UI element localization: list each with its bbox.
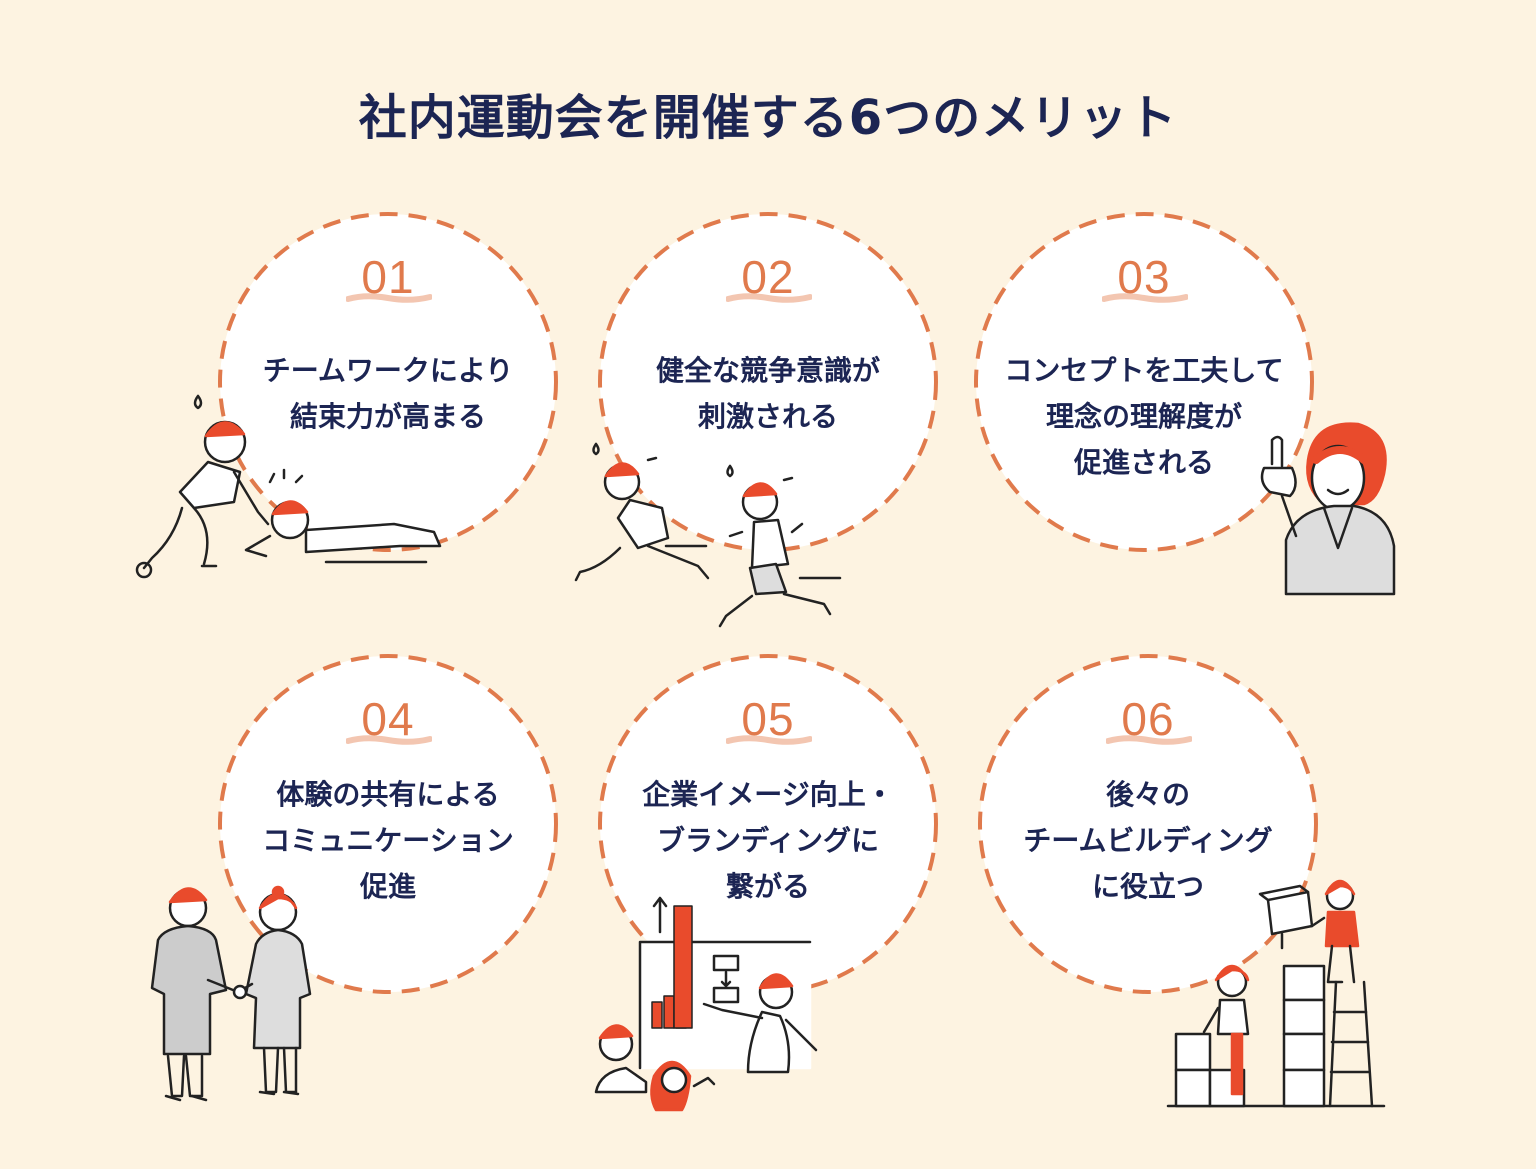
merit-label: 体験の共有による コミュニケーション 促進 — [262, 778, 514, 903]
brush-underline — [1102, 293, 1188, 303]
page-title: 社内運動会を開催する6つのメリット — [358, 90, 1178, 146]
businesspeople-handshake-illustration — [150, 885, 312, 1102]
woman-pointing-up-illustration — [1260, 422, 1396, 596]
brush-underline — [726, 735, 812, 745]
merit-label: 後々の チームビルディング に役立つ — [1023, 778, 1273, 903]
merit-card-04: 04 体験の共有による コミュニケーション 促進 — [218, 654, 558, 994]
dashed-circle — [978, 654, 1318, 994]
presentation-bar-chart-illustration — [594, 896, 818, 1112]
merit-card-01: 01 チームワークにより 結束力が高まる — [218, 212, 558, 552]
team-stacking-boxes-illustration — [1166, 879, 1386, 1108]
dashed-circle — [218, 212, 558, 552]
merit-card-03: 03 コンセプトを工夫して 理念の理解度が 促進される — [974, 212, 1314, 552]
merit-label: 健全な競争意識が 刺激される — [655, 354, 880, 433]
brush-underline — [1106, 735, 1192, 745]
merit-label: コンセプトを工夫して 理念の理解度が 促進される — [1004, 354, 1284, 479]
brush-underline — [346, 293, 432, 303]
two-runners-racing-illustration — [574, 442, 842, 628]
people-helping-fallen-person-illustration — [135, 394, 442, 579]
brush-underline — [346, 735, 432, 745]
brush-underline — [726, 293, 812, 303]
dashed-circle — [218, 654, 558, 994]
merit-card-06: 06 後々の チームビルディング に役立つ — [978, 654, 1318, 994]
merit-label: チームワークにより 結束力が高まる — [262, 354, 514, 433]
dashed-circle — [974, 212, 1314, 552]
merit-label: 企業イメージ向上・ ブランディングに 繋がる — [642, 778, 894, 903]
